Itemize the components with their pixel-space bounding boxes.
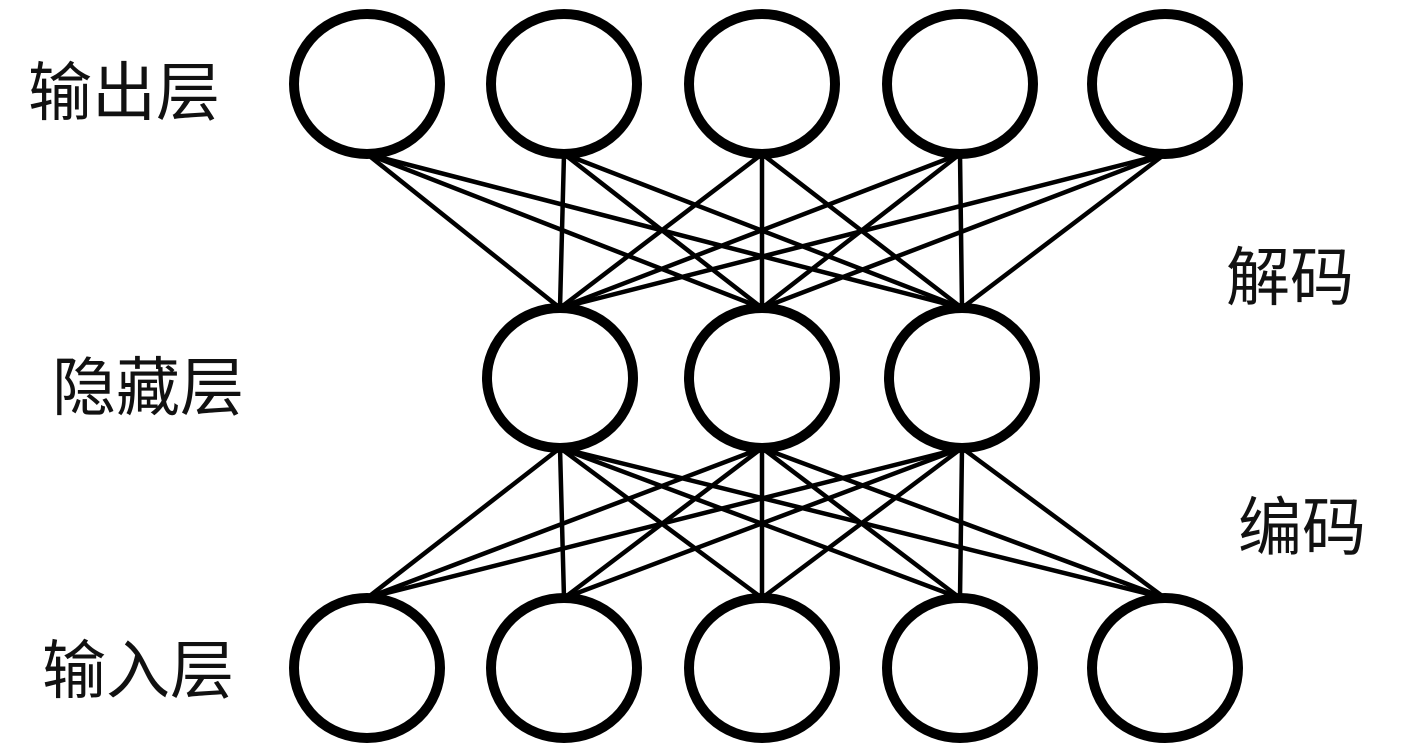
encode-connection-h3-i1: [364, 445, 965, 601]
decode-connection-h3-o1: [364, 151, 965, 311]
decode-connection-h2-o5: [759, 151, 1168, 311]
encode-connection-h3-i4: [957, 445, 965, 601]
output-node-1: [289, 9, 445, 159]
encode-connection-h1-i1: [364, 445, 563, 601]
input-layer-label: 输入层: [42, 635, 234, 709]
decode-connection-h1-o1: [364, 151, 563, 311]
encode-connection-h2-i5: [759, 445, 1168, 601]
neuron-nodes: [289, 9, 1243, 743]
input-node-2: [486, 593, 642, 743]
connection-lines: [364, 151, 1168, 601]
decode-connection-h2-o1: [364, 151, 765, 311]
output-layer-label: 输出层: [28, 57, 220, 131]
input-node-5: [1087, 593, 1243, 743]
hidden-layer-label: 隐藏层: [52, 352, 244, 426]
encode-connection-h2-i1: [364, 445, 765, 601]
input-node-3: [684, 593, 840, 743]
hidden-node-2: [684, 303, 840, 453]
output-node-2: [486, 9, 642, 159]
input-node-4: [882, 593, 1038, 743]
input-node-1: [289, 593, 445, 743]
output-node-3: [684, 9, 840, 159]
decode-connection-h3-o4: [957, 151, 965, 311]
encode-connection-h3-i5: [959, 445, 1168, 601]
encode-connection-h3-i2: [561, 445, 965, 601]
hidden-node-1: [482, 303, 638, 453]
encode-connection-h3-i3: [759, 445, 965, 601]
decode-connection-h3-o2: [561, 151, 965, 311]
decode-label: 解码: [1226, 242, 1354, 316]
decode-connection-h3-o3: [759, 151, 965, 311]
output-node-5: [1087, 9, 1243, 159]
decode-connection-h3-o5: [959, 151, 1168, 311]
hidden-node-3: [884, 303, 1040, 453]
output-node-4: [882, 9, 1038, 159]
encode-label: 编码: [1238, 492, 1366, 566]
